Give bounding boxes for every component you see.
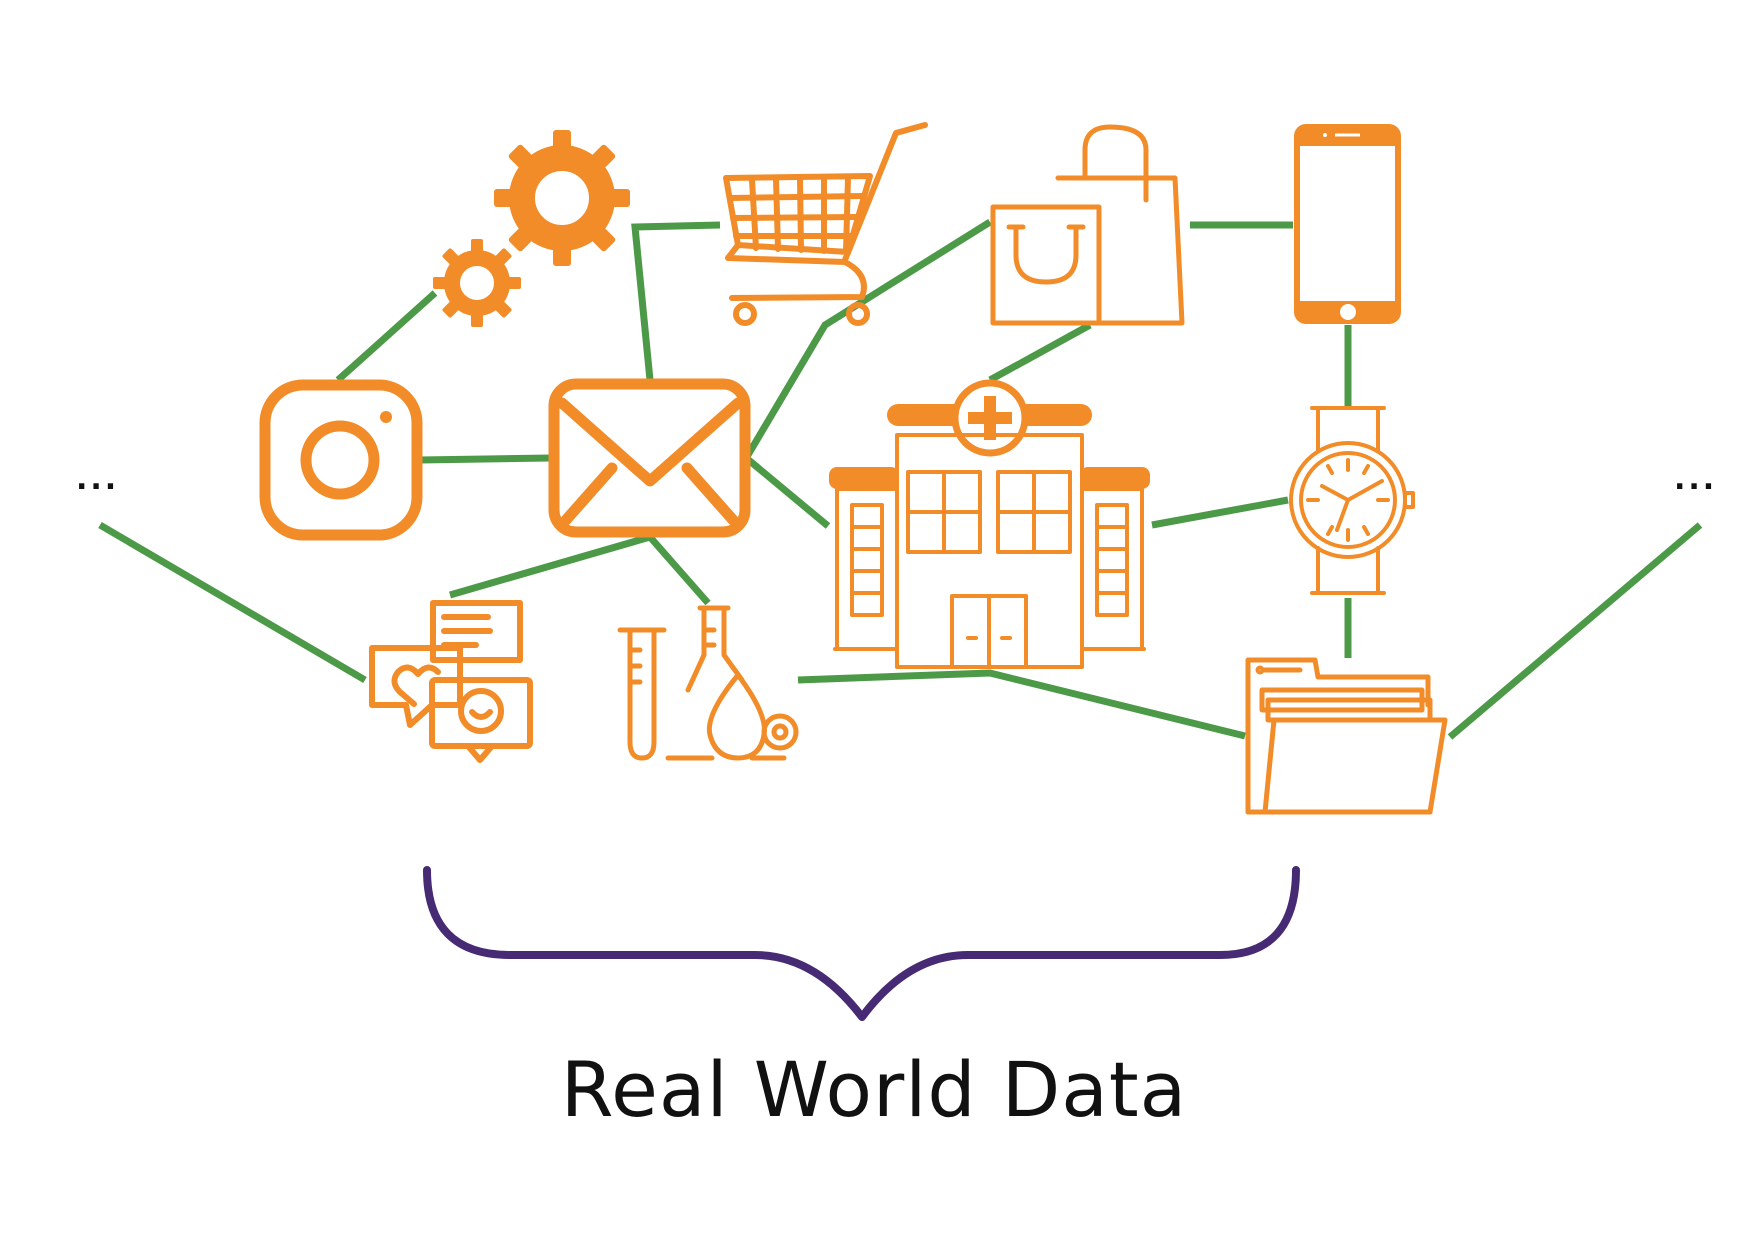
connector-email-to-hospital [742,454,831,529]
instagram-icon [259,379,423,541]
ellipsis-right: ... [1674,462,1718,497]
smartphone-icon [1294,124,1401,324]
ellipsis-left: ... [76,462,120,497]
shopping-bags-icon [990,124,1185,326]
chat-bubbles-icon [369,600,533,763]
connector-flasks-to-folder [797,669,1246,740]
folder-icon [1245,657,1448,815]
email-envelope-icon [548,378,751,538]
curly-brace [423,866,1300,1021]
connector-email-to-chat [449,533,651,599]
connector-hospital-to-watch [1151,496,1289,529]
caption-title: Real World Data [560,1045,1188,1134]
connector-lines [98,219,1703,740]
connector-cart-to-email [631,221,721,381]
connector-instagram-to-email [419,454,551,464]
connector-email-to-flasks [647,534,711,606]
lab-flasks-icon [617,605,799,761]
connector-left-to-chat [98,521,367,684]
hospital-icon [829,379,1150,669]
connector-folder-to-right [1447,522,1703,740]
connector-email-to-bags [741,219,992,462]
shopping-cart-icon [723,122,928,326]
gears-icon [433,130,630,327]
wristwatch-icon [1289,406,1415,595]
connector-instagram-to-gears [335,290,438,383]
connector-bags-to-hospital [988,321,1092,384]
